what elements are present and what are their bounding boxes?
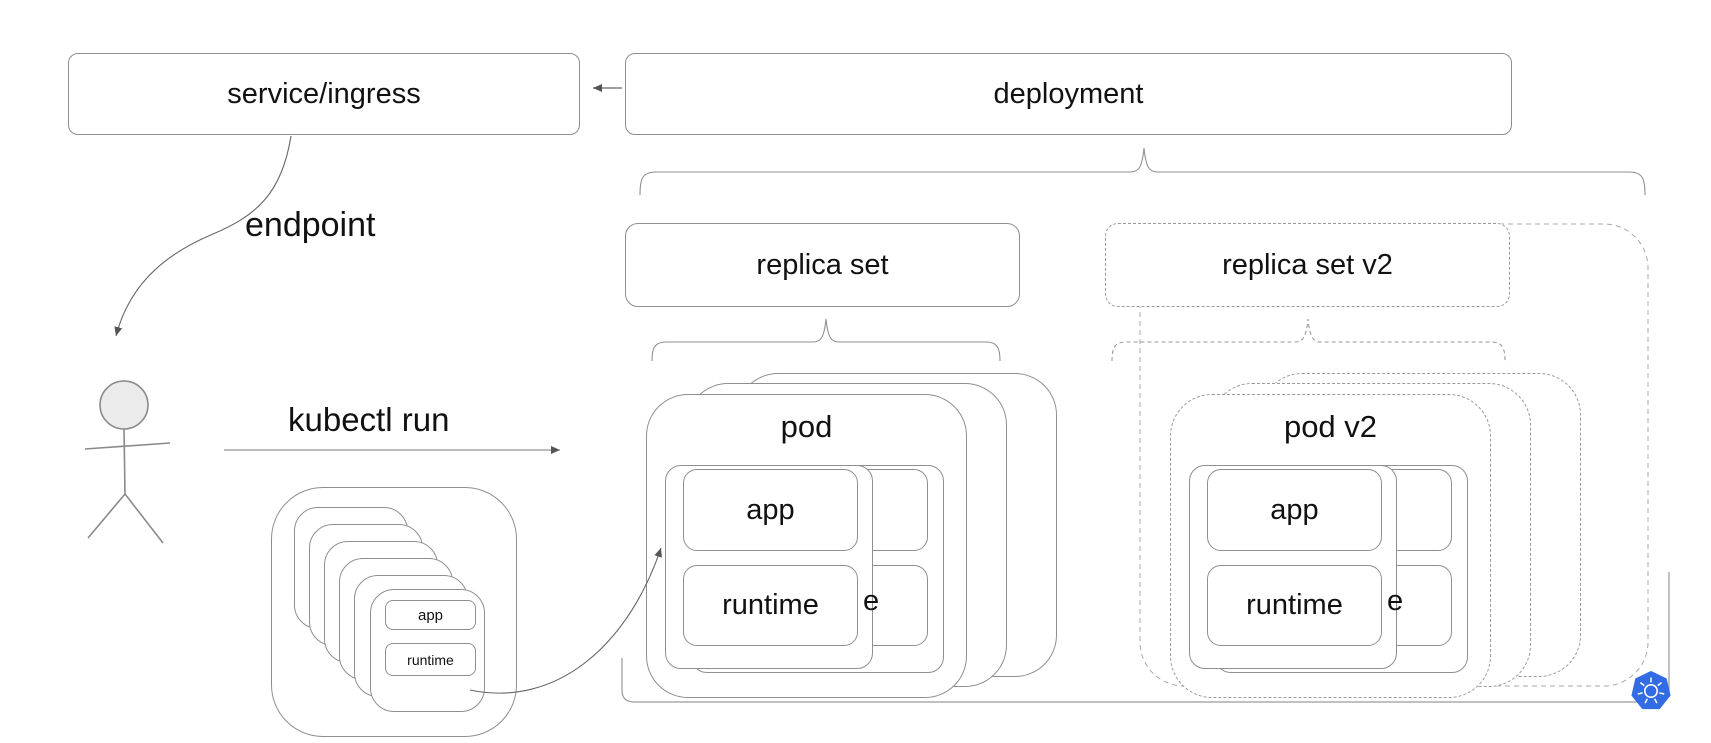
replica-set-v2-node: replica set v2	[1105, 223, 1510, 307]
pod-app-box: app	[683, 469, 858, 551]
pod-node: pod app runtime e	[646, 394, 967, 698]
pod-app-label: app	[746, 493, 795, 526]
kubernetes-logo-icon	[1631, 671, 1671, 710]
pod-v2-covered-runtime-suffix: e	[1387, 585, 1404, 617]
replica-set-v2-brace	[1111, 318, 1506, 362]
pod-title: pod	[780, 409, 833, 444]
service-ingress-node: service/ingress	[68, 53, 580, 135]
container-app-label: app	[417, 606, 444, 624]
service-ingress-label: service/ingress	[227, 77, 421, 110]
endpoint-label: endpoint	[245, 206, 376, 244]
pod-covered-runtime-suffix: e	[863, 585, 880, 617]
pod-v2-node: pod v2 app runtime e	[1170, 394, 1491, 698]
replica-set-label: replica set	[756, 248, 889, 281]
pod-runtime-label: runtime	[722, 589, 819, 621]
pod-v2-runtime-box: runtime	[1207, 565, 1382, 646]
pod-v2-title: pod v2	[1283, 409, 1378, 444]
replica-set-node: replica set	[625, 223, 1020, 307]
container-app-box: app	[385, 600, 476, 630]
pod-runtime-box: runtime	[683, 565, 858, 646]
pod-v2-app-box: app	[1207, 469, 1382, 551]
replica-set-v2-label: replica set v2	[1222, 248, 1393, 281]
replica-set-brace	[651, 318, 1001, 362]
container-runtime-box: runtime	[385, 643, 476, 676]
pod-v2-runtime-label: runtime	[1246, 589, 1343, 621]
user-stick-figure-icon	[84, 380, 171, 544]
deployment-brace	[639, 147, 1646, 196]
pod-v2-app-label: app	[1270, 493, 1319, 526]
container-runtime-label: runtime	[407, 651, 454, 668]
kubectl-run-label: kubectl run	[288, 401, 450, 438]
container-stack-front: app runtime	[370, 589, 485, 712]
deployment-node: deployment	[625, 53, 1512, 135]
deployment-label: deployment	[993, 77, 1144, 110]
